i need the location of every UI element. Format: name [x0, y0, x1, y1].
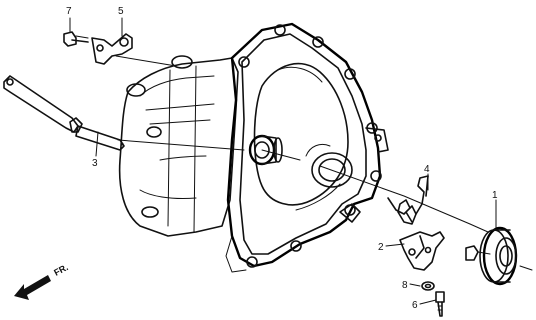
callout-5: 5 [118, 6, 124, 17]
callout-8: 8 [402, 280, 408, 291]
release-fork [399, 231, 445, 271]
callout-4: 4 [424, 164, 430, 175]
front-arrow-icon [14, 275, 51, 300]
bracket [91, 33, 133, 65]
callout-7: 7 [66, 6, 72, 17]
release-bearing [465, 223, 533, 286]
bolt-top [63, 31, 89, 47]
release-fork-shaft [3, 75, 125, 151]
callout-6: 6 [412, 300, 418, 311]
bolt-bottom [435, 291, 445, 317]
release-spring [387, 175, 429, 225]
washer [421, 281, 435, 291]
front-direction-indicator: FR. [14, 262, 70, 300]
fork-shaft-axis-line [117, 139, 245, 151]
shaft-axis-line [261, 149, 471, 225]
callout-3: 3 [92, 158, 98, 169]
flange-bolts [238, 24, 382, 268]
leader-lines [69, 17, 497, 305]
bracket-axis-line [115, 55, 177, 67]
callout-2: 2 [378, 242, 384, 253]
callout-1: 1 [492, 190, 498, 201]
front-direction-label: FR. [52, 262, 69, 278]
transmission-case [118, 22, 389, 273]
